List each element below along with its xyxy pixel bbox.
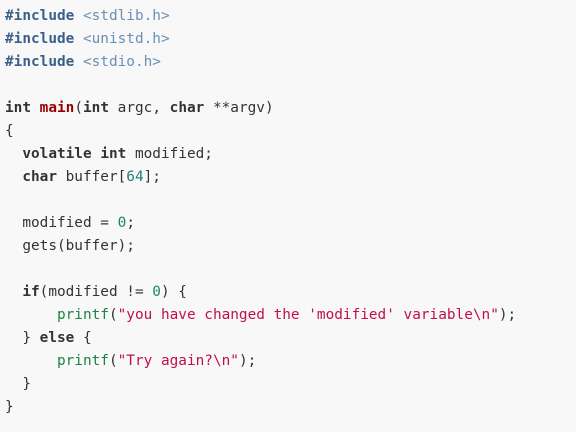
code-token-plain <box>5 284 22 300</box>
code-line: } else { <box>5 327 576 350</box>
code-line: gets(buffer); <box>5 235 576 258</box>
code-token-plain <box>74 31 83 47</box>
code-token-plain <box>74 54 83 70</box>
code-token-num: 0 <box>152 284 161 300</box>
code-line: ​ <box>5 189 576 212</box>
code-token-plain: ( <box>108 307 118 323</box>
code-token-fn: printf <box>56 307 109 323</box>
code-token-plain <box>5 307 57 323</box>
code-token-kw: if <box>22 284 40 300</box>
code-token-plain: modified; <box>126 146 213 162</box>
code-token-preproc: #include <box>5 54 75 70</box>
code-token-fn: printf <box>56 353 109 369</box>
code-line: } <box>5 396 576 419</box>
code-token-fn-def: main <box>39 100 75 116</box>
code-line: char buffer[64]; <box>5 166 576 189</box>
code-line: } <box>5 373 576 396</box>
code-line: int main(int argc, char **argv) <box>5 97 576 120</box>
code-token-num: 0 <box>117 215 127 231</box>
code-line: ​ <box>5 74 576 97</box>
code-token-kw: else <box>39 330 75 346</box>
code-token-plain: { <box>5 123 14 139</box>
code-token-plain: (modified != <box>39 284 153 300</box>
code-token-plain <box>92 146 101 162</box>
code-line: volatile int modified; <box>5 143 576 166</box>
code-line: printf("you have changed the 'modified' … <box>5 304 576 327</box>
code-token-header: <stdio.h> <box>82 54 161 70</box>
code-token-header: <stdlib.h> <box>82 8 170 24</box>
code-line: #include <stdio.h> <box>5 51 576 74</box>
code-token-plain: modified = <box>5 215 118 231</box>
code-token-plain: ; <box>126 215 135 231</box>
code-token-plain: ) { <box>160 284 187 300</box>
code-token-plain <box>31 100 40 116</box>
code-token-plain: ); <box>498 307 517 323</box>
code-token-plain <box>5 353 57 369</box>
code-line: if(modified != 0) { <box>5 281 576 304</box>
code-token-kw: char <box>22 169 57 185</box>
code-token-kw: int <box>100 146 127 162</box>
code-token-kw: int <box>5 100 31 116</box>
code-token-plain: ); <box>238 353 257 369</box>
code-token-plain: { <box>74 330 92 346</box>
code-token-plain: argc, <box>109 100 170 116</box>
code-line: #include <stdlib.h> <box>5 5 576 28</box>
code-line: printf("Try again?\n"); <box>5 350 576 373</box>
code-token-plain: ]; <box>143 169 161 185</box>
code-token-str: "you have changed the 'modified' variabl… <box>117 307 499 323</box>
code-line: #include <unistd.h> <box>5 28 576 51</box>
code-token-str: "Try again?\n" <box>117 353 239 369</box>
code-line: ​ <box>5 258 576 281</box>
code-token-header: <unistd.h> <box>82 31 170 47</box>
code-line: modified = 0; <box>5 212 576 235</box>
code-token-num: 64 <box>126 169 144 185</box>
code-token-plain: } <box>5 399 14 415</box>
code-token-plain <box>5 146 22 162</box>
code-token-kw: int <box>83 100 109 116</box>
code-token-plain: ( <box>74 100 83 116</box>
code-token-preproc: #include <box>5 8 75 24</box>
code-token-plain: } <box>5 376 31 392</box>
code-token-kw: volatile <box>22 146 92 162</box>
code-token-plain: gets(buffer); <box>5 238 135 254</box>
code-line: { <box>5 120 576 143</box>
code-token-plain: buffer[ <box>56 169 127 185</box>
code-token-plain <box>5 169 22 185</box>
code-token-plain: } <box>5 330 40 346</box>
code-token-kw: char <box>169 100 205 116</box>
code-token-plain <box>74 8 83 24</box>
code-token-plain: **argv) <box>204 100 274 116</box>
code-token-plain: ( <box>108 353 118 369</box>
code-token-preproc: #include <box>5 31 75 47</box>
